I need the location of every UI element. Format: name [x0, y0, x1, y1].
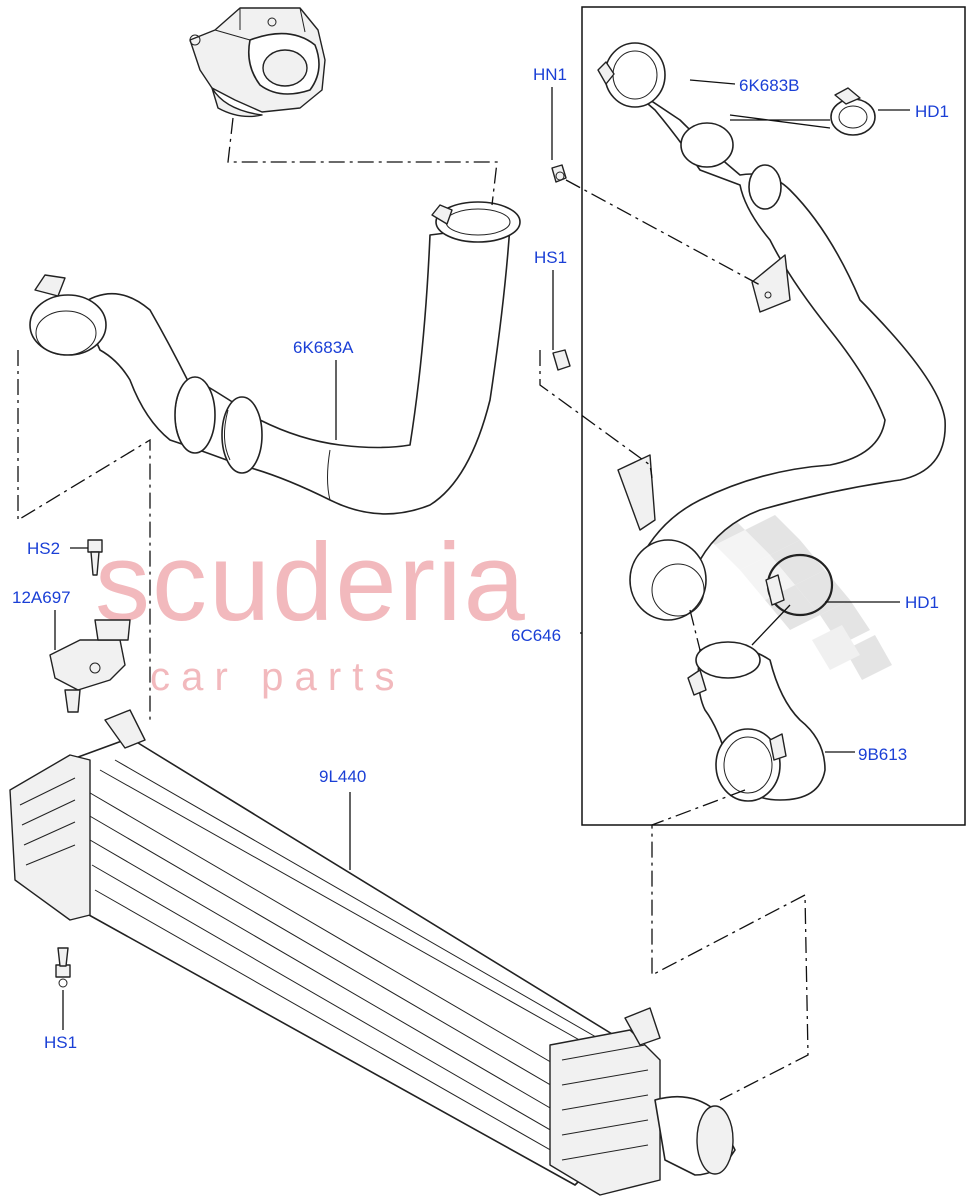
hose-6k683b-6c646 [597, 42, 946, 621]
label-hd1-right: HD1 [905, 593, 939, 612]
label-6k683a: 6K683A [293, 338, 354, 357]
label-6c646: 6C646 [511, 626, 561, 645]
label-hd1-top: HD1 [915, 102, 949, 121]
throttle-body [189, 7, 326, 118]
label-9b613: 9B613 [858, 745, 907, 764]
label-12a697: 12A697 [12, 588, 71, 607]
hose-9b613 [687, 641, 826, 802]
bolt-hs2 [87, 539, 103, 576]
bolt-hs1-bottom [55, 947, 71, 988]
watermark-tagline: c a r p a r t s [150, 655, 395, 699]
label-9l440: 9L440 [319, 767, 366, 786]
hose-6k683a [29, 201, 521, 515]
callout-labels: HN1 6K683B HD1 HS1 6K683A HS2 12A697 6C6… [12, 65, 949, 1052]
checkered-flag-graphic [690, 505, 892, 680]
label-hs1-mid: HS1 [534, 248, 567, 267]
label-hs1-bottom: HS1 [44, 1033, 77, 1052]
clip-hd1-right [765, 553, 834, 617]
label-hn1: HN1 [533, 65, 567, 84]
clip-hd1-top [830, 87, 876, 136]
label-hs2: HS2 [27, 539, 60, 558]
leader-lines [54, 79, 910, 1030]
watermark-brand: scuderia [95, 521, 527, 644]
watermark: scuderia c a r p a r t s [95, 505, 892, 699]
alignment-lines [17, 117, 809, 1101]
intercooler-9l440 [9, 709, 736, 1196]
bolt-hs1-mid [552, 349, 571, 371]
bolt-hn1 [551, 164, 567, 183]
sensor-12a697 [49, 619, 131, 713]
label-6k683b: 6K683B [739, 76, 800, 95]
